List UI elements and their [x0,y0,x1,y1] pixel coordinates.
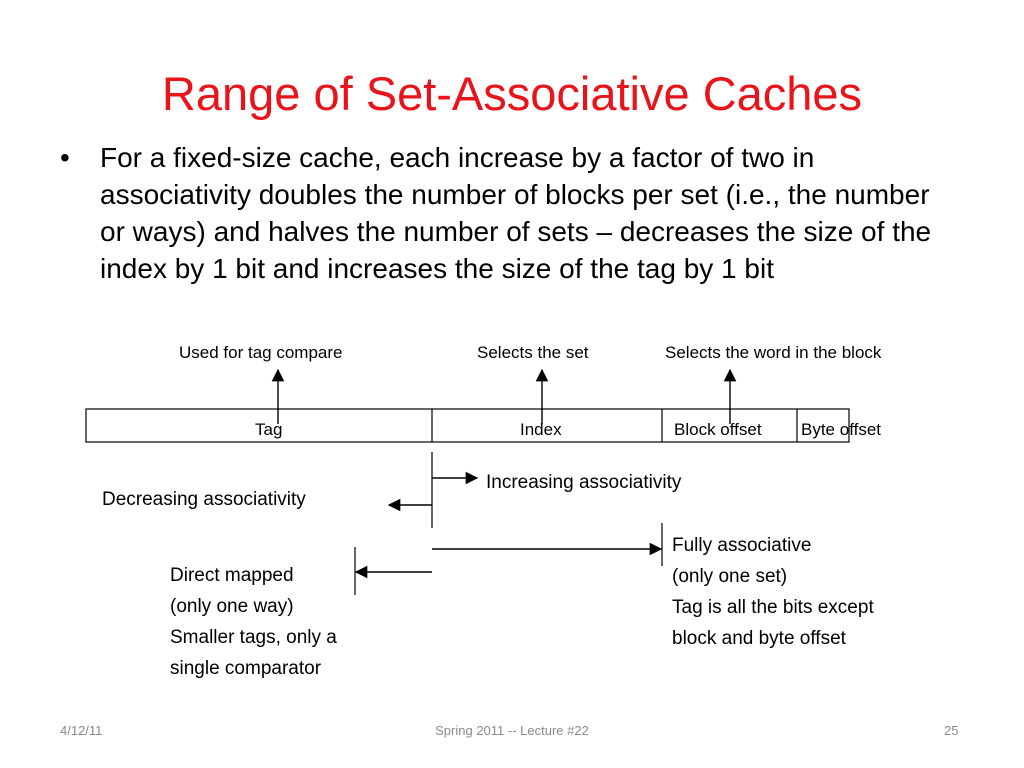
byte-offset-field-label: Byte offset [801,420,882,439]
increasing-associativity-label: Increasing associativity [486,472,682,493]
block-offset-field-label: Block offset [674,420,762,439]
footer-date: 4/12/11 [60,723,103,738]
bullet-marker: • [60,142,70,173]
direct-mapped-description: Direct mapped (only one way) Smaller tag… [170,565,337,679]
tag-field-label: Tag [255,420,283,439]
decreasing-associativity-label: Decreasing associativity [102,489,306,510]
selects-set-label: Selects the set [477,343,589,362]
bullet-text: For a fixed-size cache, each increase by… [100,142,932,284]
tag-compare-label: Used for tag compare [179,343,343,362]
index-field-label: Index [520,420,562,439]
footer-page-number: 25 [944,723,959,738]
fully-associative-description: Fully associative (only one set) Tag is … [672,535,874,649]
bullet-point: • For a fixed-size cache, each increase … [60,139,960,287]
footer-course: Spring 2011 -- Lecture #22 [435,723,589,738]
address-field-box [85,408,850,443]
selects-word-label: Selects the word in the block [665,343,882,362]
slide-title: Range of Set-Associative Caches [161,67,863,120]
